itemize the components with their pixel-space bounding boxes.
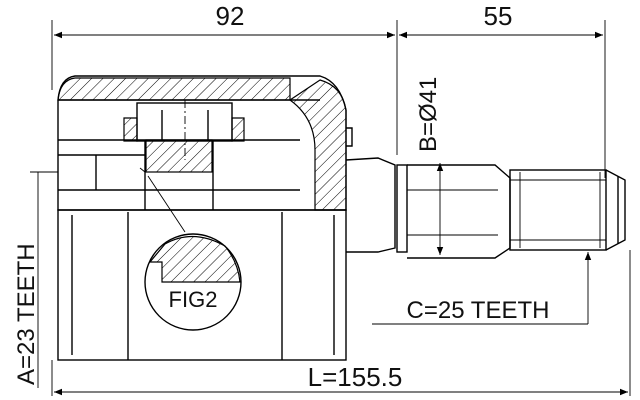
dimension-92: 92 <box>51 1 398 155</box>
fig2-leader <box>139 167 186 233</box>
dimension-spline-a: A=23 TEETH <box>13 171 58 388</box>
fig2-callout: FIG2 <box>144 233 242 331</box>
dimension-length: L=155.5 <box>51 250 631 396</box>
dimension-bore: B=Ø41 <box>415 77 444 255</box>
dimension-spline-c: C=25 TEETH <box>372 252 592 325</box>
dim-a-label: A=23 TEETH <box>13 243 40 385</box>
tripod-roller <box>123 100 245 173</box>
output-shaft <box>345 157 626 259</box>
dim-92-label: 92 <box>216 1 245 31</box>
dim-55-label: 55 <box>484 1 513 31</box>
dim-c-label: C=25 TEETH <box>407 297 550 324</box>
housing-body <box>57 75 353 211</box>
lower-body <box>57 209 347 361</box>
dim-bore-label: B=Ø41 <box>415 77 442 152</box>
fig2-label: FIG2 <box>169 287 218 312</box>
dim-length-label: L=155.5 <box>308 362 403 392</box>
dimension-55: 55 <box>399 1 606 178</box>
